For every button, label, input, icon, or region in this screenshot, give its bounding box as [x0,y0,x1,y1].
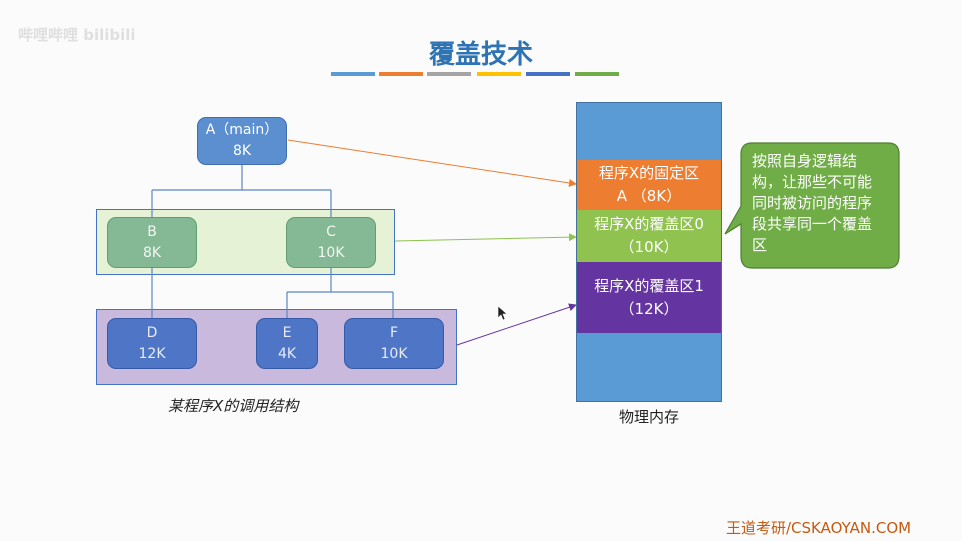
memory-caption: 物理内存 [618,408,679,426]
callout-bubble-shape [724,142,900,269]
node-c-name: C [326,223,336,240]
node-d-name: D [146,324,158,341]
watermark: 哔哩哔哩 bilibili [18,26,136,44]
node-f-size: 10K [380,345,408,362]
memory-overlay-area-0: 程序X的覆盖区0 （10K） [577,210,721,262]
node-b-name: B [147,223,157,240]
overlay1-size: （12K） [619,299,679,318]
node-e: E 4K [256,318,318,369]
structure-caption: 某程序X的调用结构 [168,397,299,415]
node-f-name: F [389,324,399,341]
fixed-area-label: 程序X的固定区 [598,164,700,182]
node-a-name: A（main） [205,122,279,138]
overlay1-label: 程序X的覆盖区1 [594,276,704,295]
node-e-name: E [282,324,292,341]
title-underline-segment [427,72,471,76]
title-underline-segment [379,72,423,76]
node-f: F 10K [344,318,444,369]
memory-overlay-area-1: 程序X的覆盖区1 （12K） [577,262,721,333]
footer-brand: 王道考研/CSKAOYAN.COM [726,519,912,537]
title-underline-segment [331,72,375,76]
node-c: C 10K [286,217,376,268]
fixed-area-size: A （8K） [616,187,682,205]
node-d-size: 12K [138,345,166,362]
title-underline-segment [477,72,521,76]
memory-fixed-area: 程序X的固定区 A （8K） [577,160,721,210]
node-b: B 8K [107,217,197,268]
node-d: D 12K [107,318,197,369]
callout-text: 按照自身逻辑结构，让那些不可能同时被访问的程序段共享同一个覆盖区 [752,152,873,254]
node-a: A（main） 8K [197,117,287,165]
overlay0-size: （10K） [619,238,679,256]
node-a-size: 8K [232,143,252,159]
node-b-size: 8K [142,244,162,261]
node-e-size: 4K [277,345,297,362]
title-underline-segment [526,72,570,76]
slide-title: 覆盖技术 [428,40,533,70]
overlay0-label: 程序X的覆盖区0 [594,215,704,233]
title-underline-segment [575,72,619,76]
node-c-size: 10K [317,244,345,261]
